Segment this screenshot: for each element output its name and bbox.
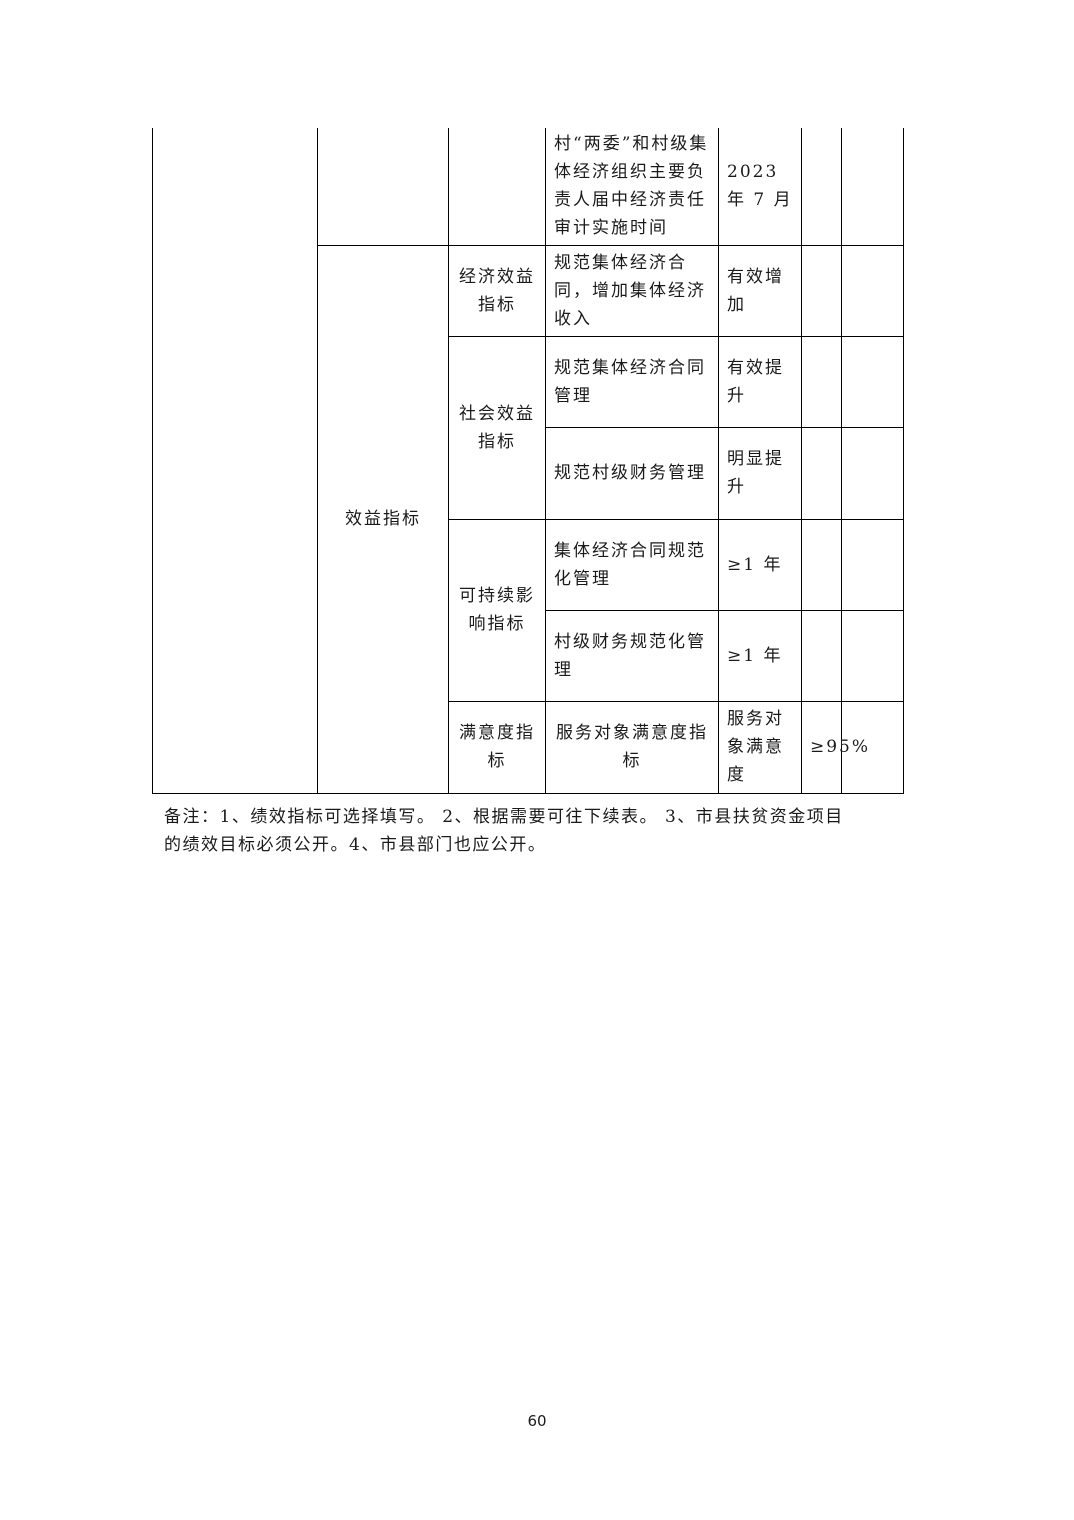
indicator-content-cell: 规范集体经济合同管理 (545, 335, 719, 428)
blank-cell (841, 128, 904, 246)
blank-cell (801, 244, 842, 337)
indicator-value-cell: ≥1 年 (718, 609, 802, 702)
table-row: 满意度指标 服务对象满意度指标 服务对象满意度 ≥95% (153, 700, 904, 794)
benefit-indicator-cell: 效益指标 (317, 244, 449, 794)
first-level-indicator-cell (152, 128, 318, 794)
blank-cell (801, 609, 842, 702)
sustainable-impact-category-cell: 可持续影响指标 (448, 518, 546, 702)
indicator-value-cell: 有效提升 (718, 335, 802, 428)
blank-cell (841, 700, 904, 794)
blank-cell (841, 335, 904, 428)
indicator-value-cell: 有效增加 (718, 244, 802, 337)
table-row: 效益指标 经济效益指标 规范集体经济合同，增加集体经济收入 有效增加 (153, 244, 904, 794)
remarks-note: 备注：1、绩效指标可选择填写。 2、根据需要可往下续表。 3、市县扶贫资金项目的… (164, 807, 844, 855)
blank-cell (841, 426, 904, 520)
third-level-indicator-cell (448, 128, 546, 246)
indicator-value-cell: ≥95% (801, 700, 868, 794)
table-row: 社会效益指标 规范集体经济合同管理 有效提升 (153, 335, 904, 520)
table-row: 村“两委”和村级集体经济组织主要负责人届中经济责任审计实施时间 2023 年 7… (152, 128, 904, 794)
table-row: 规范村级财务管理 明显提升 (153, 426, 904, 520)
economic-benefit-category-cell: 经济效益指标 (448, 244, 546, 337)
blank-cell (801, 128, 842, 246)
satisfaction-category-cell: 服务对象满意度指标 (545, 700, 719, 794)
social-benefit-category-cell: 社会效益指标 (448, 335, 546, 520)
blank-cell (841, 244, 904, 337)
indicator-content-cell: 村“两委”和村级集体经济组织主要负责人届中经济责任审计实施时间 (545, 128, 719, 246)
indicator-value-cell: 明显提升 (718, 426, 802, 520)
blank-cell (801, 335, 842, 428)
indicator-content-cell: 服务对象满意度 (718, 700, 802, 794)
blank-cell (841, 518, 904, 611)
page-number: 60 (527, 1412, 547, 1430)
satisfaction-indicator-cell: 满意度指标 (448, 700, 546, 794)
indicator-content-cell: 规范集体经济合同，增加集体经济收入 (545, 244, 719, 337)
blank-cell (801, 518, 842, 611)
blank-cell (801, 426, 842, 520)
second-level-indicator-cell (317, 128, 449, 246)
indicator-content-cell: 集体经济合同规范化管理 (545, 518, 719, 611)
indicator-content-cell: 规范村级财务管理 (545, 426, 719, 520)
table-row: 可持续影响指标 集体经济合同规范化管理 ≥1 年 (153, 518, 904, 702)
blank-cell (841, 609, 904, 702)
indicator-content-cell: 村级财务规范化管理 (545, 609, 719, 702)
indicator-value-cell: ≥1 年 (718, 518, 802, 611)
indicator-value-cell: 2023 年 7 月 (718, 128, 802, 246)
performance-table: 村“两委”和村级集体经济组织主要负责人届中经济责任审计实施时间 2023 年 7… (152, 128, 904, 794)
